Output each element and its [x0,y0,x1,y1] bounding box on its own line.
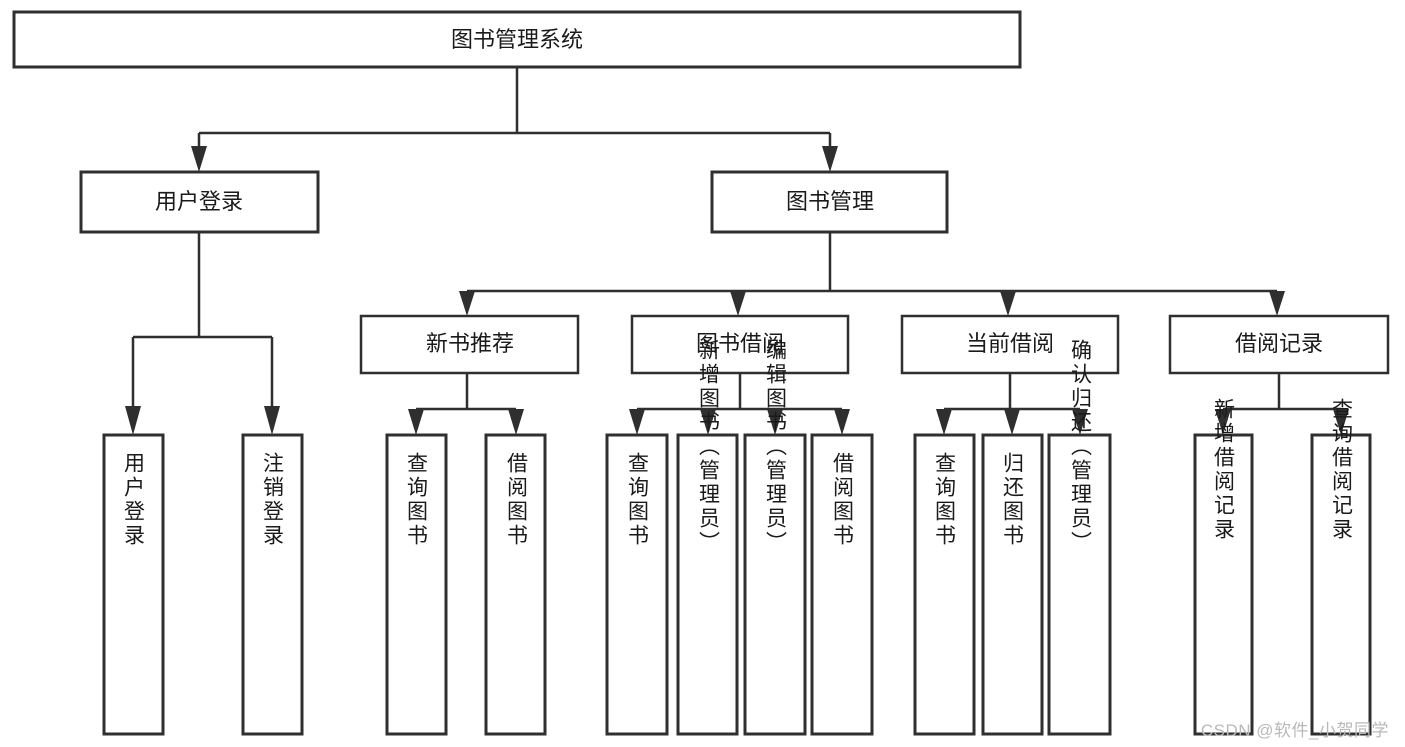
node-current-borrow-box[interactable] [900,314,1120,375]
arrow-head-borrow-record [1269,291,1285,316]
node-new-book-recommend-box[interactable] [359,314,580,375]
node-user-login[interactable]: 用户登录 [79,170,320,234]
leaf-borrow-book-rec[interactable]: 借阅图书 [484,433,547,736]
leaf-confirm-return-admin-label: 确认归还（管理员） [1069,339,1093,555]
arrow-head-leaf-query-book-3 [936,409,952,435]
arrow-head-leaf-query-record [1333,409,1349,435]
leaf-borrow-book-rec-label: 借阅图书 [505,452,529,548]
leaf-add-book-admin-box[interactable] [676,433,739,736]
node-book-borrow-label: 图书借阅 [696,331,784,356]
node-book-management-label: 图书管理 [786,189,874,214]
leaf-edit-book-admin-label: 编辑图书（管理员） [764,339,788,555]
leaf-query-borrow-record[interactable]: 查询借阅记录 [1310,398,1372,736]
arrow-head-leaf-add-record [1215,409,1231,435]
leaf-query-book-current-label: 查询图书 [933,452,957,548]
leaf-return-book-box[interactable] [981,433,1044,736]
node-root-system[interactable]: 图书管理系统 [12,10,1022,69]
arrow-head-leaf-edit-book [767,409,783,435]
leaf-borrow-book-borrow-box[interactable] [810,433,874,736]
leaf-query-book-rec[interactable]: 查询图书 [385,433,448,736]
leaf-borrow-book-borrow-label: 借阅图书 [831,452,855,548]
node-borrow-record-box[interactable] [1168,314,1390,375]
node-new-book-recommend-label: 新书推荐 [426,331,514,356]
node-user-login-box[interactable] [79,170,320,234]
arrow-head-book-mgmt [822,146,838,172]
leaf-query-book-current[interactable]: 查询图书 [913,433,976,736]
leaf-add-book-admin-label: 新增图书（管理员） [697,339,721,555]
arrow-head-current-borrow [1000,291,1016,316]
node-book-borrow[interactable]: 图书借阅 [630,314,850,375]
arrow-head-leaf-confirm-return [1072,409,1088,435]
arrow-head-leaf-borrow-book-2 [834,409,850,435]
node-book-management[interactable]: 图书管理 [710,170,949,234]
arrow-head-leaf-logout [264,406,280,435]
leaf-edit-book-admin-box[interactable] [743,433,807,736]
leaf-confirm-return-admin-box[interactable] [1047,433,1112,736]
node-root-box[interactable] [12,10,1022,69]
leaf-confirm-return-admin[interactable]: 确认归还（管理员） [1047,339,1112,736]
arrow-head-leaf-borrow-book-1 [508,409,524,435]
leaf-borrow-book-rec-box[interactable] [484,433,547,736]
leaf-edit-book-admin[interactable]: 编辑图书（管理员） [743,339,807,736]
leaf-return-book[interactable]: 归还图书 [981,433,1044,736]
leaf-query-book-rec-box[interactable] [385,433,448,736]
arrow-head-leaf-query-book-2 [629,409,645,435]
node-book-borrow-box[interactable] [630,314,850,375]
leaf-add-book-admin[interactable]: 新增图书（管理员） [676,339,739,736]
leaf-user-login[interactable]: 用户登录 [102,433,165,736]
leaf-query-borrow-record-label: 查询借阅记录 [1330,398,1354,542]
leaf-add-borrow-record[interactable]: 新增借阅记录 [1193,398,1254,736]
leaf-logout-box[interactable] [241,433,304,736]
arrow-head-new-book-rec [459,291,475,316]
leaf-query-book-borrow-box[interactable] [605,433,669,736]
leaf-query-book-rec-label: 查询图书 [405,452,429,548]
arrow-head-leaf-query-book-1 [408,409,424,435]
leaf-logout[interactable]: 注销登录 [241,433,304,736]
leaf-query-book-borrow[interactable]: 查询图书 [605,433,669,736]
node-new-book-recommend[interactable]: 新书推荐 [359,314,580,375]
arrow-head-book-borrow [730,291,746,316]
leaf-query-book-borrow-label: 查询图书 [626,452,650,548]
leaf-add-borrow-record-box[interactable] [1193,433,1254,736]
arrow-head-leaf-add-book [700,409,716,435]
leaf-query-book-current-box[interactable] [913,433,976,736]
arrow-head-leaf-return-book [1004,409,1020,435]
leaf-logout-label: 注销登录 [261,452,285,548]
leaf-add-borrow-record-label: 新增借阅记录 [1212,398,1236,542]
node-current-borrow-label: 当前借阅 [966,331,1054,356]
node-borrow-record[interactable]: 借阅记录 [1168,314,1390,375]
arrow-head-leaf-user-login [125,406,141,435]
leaf-user-login-box[interactable] [102,433,165,736]
connector-layer [125,67,1349,435]
leaf-borrow-book-borrow[interactable]: 借阅图书 [810,433,874,736]
node-user-login-label: 用户登录 [155,189,243,214]
leaf-query-borrow-record-box[interactable] [1310,433,1372,736]
node-borrow-record-label: 借阅记录 [1235,331,1323,356]
arrow-head-user-login [191,146,207,172]
node-book-management-box[interactable] [710,170,949,234]
node-current-borrow[interactable]: 当前借阅 [900,314,1120,375]
leaf-return-book-label: 归还图书 [1001,452,1025,548]
leaf-user-login-label: 用户登录 [122,452,146,548]
node-root-label: 图书管理系统 [451,27,583,52]
